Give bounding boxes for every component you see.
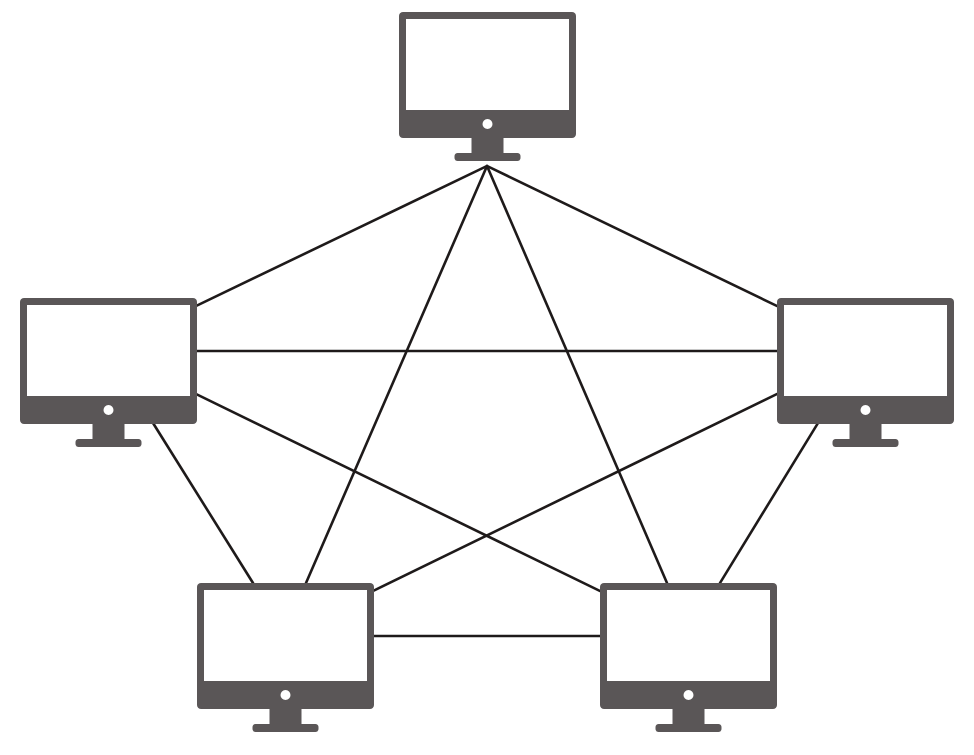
link-left-to-bottom-right (194, 392, 602, 593)
power-dot (482, 119, 493, 129)
power-dot (683, 690, 694, 700)
link-top-to-right (485, 164, 779, 308)
monitor-neck (672, 709, 705, 724)
monitor-screen (784, 305, 947, 396)
links-layer (151, 164, 820, 638)
monitor-screen (204, 590, 367, 681)
nodes-layer (20, 12, 954, 732)
monitor-icon (197, 583, 374, 732)
monitor-screen (27, 305, 190, 396)
monitor-base (832, 439, 899, 447)
monitor-base (75, 439, 142, 447)
monitor-icon (399, 12, 576, 161)
monitor-icon (20, 298, 197, 447)
link-top-to-left (194, 164, 489, 308)
link-top-to-bottom-right (485, 164, 669, 585)
monitor-neck (849, 424, 882, 439)
link-right-to-bottom-right (718, 421, 820, 585)
monitor-neck (471, 138, 504, 153)
monitor-base (252, 724, 319, 732)
monitor-neck (92, 424, 125, 439)
monitor-base (454, 153, 521, 161)
monitor-base (655, 724, 722, 732)
monitor-icon (777, 298, 954, 447)
link-top-to-bottom-left (304, 164, 489, 585)
link-right-to-bottom-left (371, 392, 779, 593)
power-dot (280, 690, 291, 700)
power-dot (103, 405, 114, 415)
link-left-to-bottom-left (151, 421, 255, 585)
power-dot (860, 405, 871, 415)
monitor-neck (269, 709, 302, 724)
monitor-screen (406, 19, 569, 110)
monitor-icon (600, 583, 777, 732)
monitor-screen (607, 590, 770, 681)
